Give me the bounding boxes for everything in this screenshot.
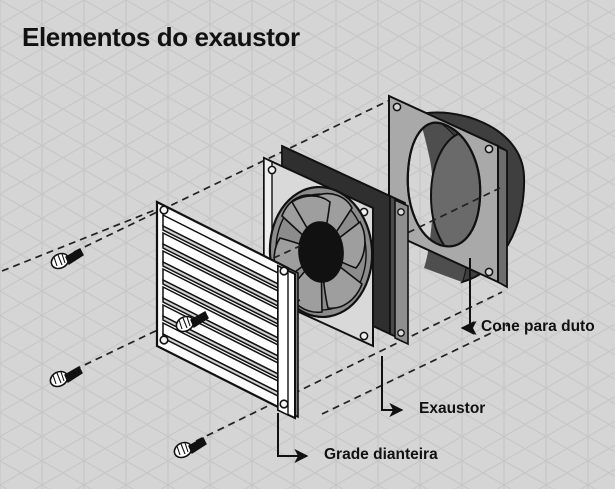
page-title: Elementos do exaustor [22,22,300,52]
leader-exaustor [381,356,404,417]
part-grade-dianteira[interactable] [155,200,299,420]
screw-2[interactable] [48,366,83,389]
part-cone-para-duto[interactable] [388,94,526,289]
callout-label-cone-para-duto: Cone para duto [481,318,595,335]
grille-screw-holes [159,205,289,409]
callout-leader-cone-fix [462,258,477,335]
callout-label-exaustor: Exaustor [419,400,486,417]
callout-label-grade-dianteira: Grade dianteira [324,446,438,463]
screw-3[interactable] [172,437,207,460]
leader-grade-dianteira [277,413,309,463]
screw-inserted [175,311,209,333]
grille-slats [162,213,283,400]
screw-1[interactable] [49,248,84,271]
cone-flange-plate [388,94,508,289]
